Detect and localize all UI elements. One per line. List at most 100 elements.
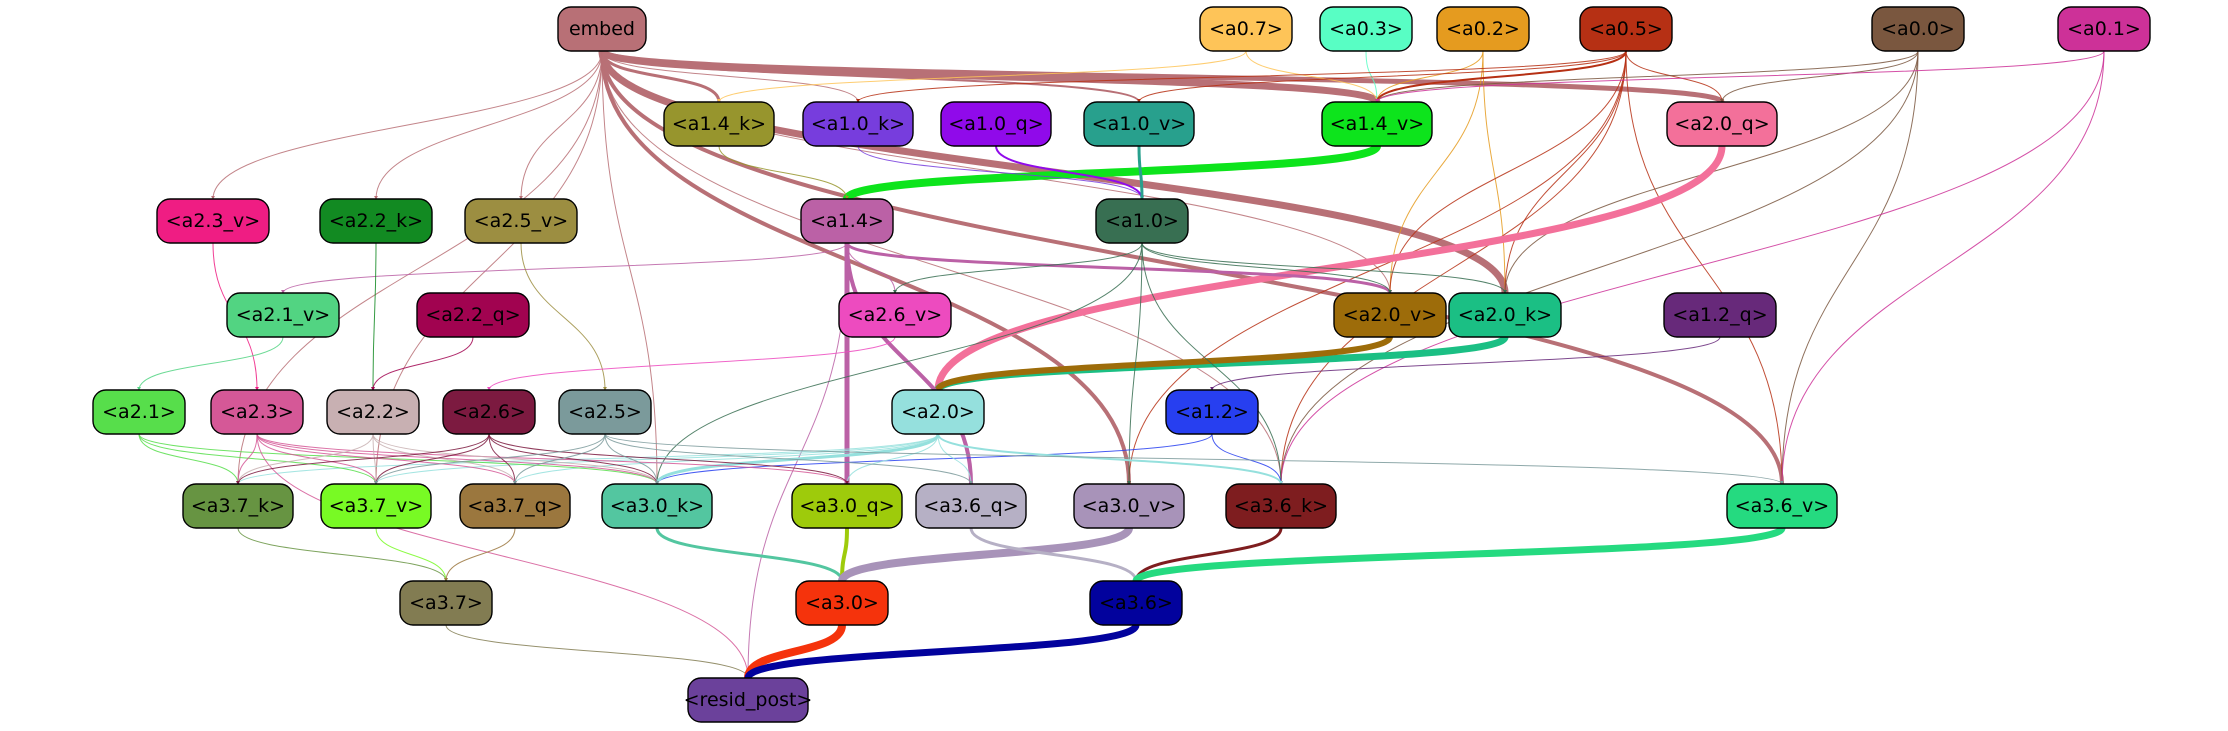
node-a3-7-label: <a3.7>: [409, 592, 483, 614]
node-a3-0-v[interactable]: <a3.0_v>: [1073, 483, 1185, 529]
node-a3-6[interactable]: <a3.6>: [1089, 580, 1183, 626]
node-a3-0-v-label: <a3.0_v>: [1082, 495, 1176, 517]
node-a2-3-v-label: <a2.3_v>: [166, 210, 260, 232]
edge-a0-5-to-a1-0-k: [856, 50, 1627, 103]
edge-a3-6-q-to-a3-6: [969, 527, 1138, 582]
node-a2-0-box: [891, 389, 985, 435]
edge-a1-4-to-a2-6-v: [846, 242, 897, 294]
node-a2-0-k[interactable]: <a2.0_k>: [1448, 292, 1562, 338]
edge-a0-1-to-a1-4-v: [1375, 50, 2105, 103]
node-a3-7[interactable]: <a3.7>: [399, 580, 493, 626]
node-a1-2-q-box: [1663, 292, 1777, 338]
node-a2-6-v-label: <a2.6_v>: [848, 304, 942, 326]
edge-a2-3-to-a3-0-k: [256, 433, 659, 485]
edge-a1-0-to-a3-6-k: [1141, 242, 1283, 485]
node-a2-3[interactable]: <a2.3>: [210, 389, 304, 435]
node-a3-0-q[interactable]: <a3.0_q>: [791, 483, 903, 529]
node-a1-0-v-label: <a1.0_v>: [1092, 113, 1186, 135]
edge-a2-5-to-a3-7-q: [513, 433, 606, 485]
edge-a2-6-to-a3-7-k: [236, 433, 490, 485]
edge-a0-5-to-a1-4-v: [1375, 50, 1627, 103]
node-a2-0-v[interactable]: <a2.0_v>: [1333, 292, 1447, 338]
edge-a2-0-to-a3-6-q: [937, 433, 973, 485]
node-a1-0[interactable]: <a1.0>: [1095, 198, 1189, 244]
node-a1-0-v[interactable]: <a1.0_v>: [1083, 101, 1195, 147]
node-a2-2-k[interactable]: <a2.2_k>: [319, 198, 433, 244]
edge-a0-0-to-a2-0-q: [1720, 50, 1919, 103]
node-a2-5-v[interactable]: <a2.5_v>: [464, 198, 578, 244]
node-a3-6-q-label: <a3.6_q>: [923, 495, 1018, 517]
node-a0-1-box: [2057, 6, 2151, 52]
node-a2-0-q[interactable]: <a2.0_q>: [1666, 101, 1778, 147]
node-a3-0-label: <a3.0>: [805, 592, 879, 614]
edge-a2-1-to-a3-7-k: [138, 433, 240, 485]
node-a3-6-q[interactable]: <a3.6_q>: [915, 483, 1027, 529]
edge-a2-6-to-a3-0-q: [488, 433, 849, 485]
node-a2-5-label: <a2.5>: [568, 401, 642, 423]
node-a2-3-box: [210, 389, 304, 435]
edge-a0-5-to-a2-0-k: [1503, 50, 1627, 294]
node-a2-6[interactable]: <a2.6>: [442, 389, 536, 435]
node-a1-4-v[interactable]: <a1.4_v>: [1321, 101, 1433, 147]
node-a3-7-box: [399, 580, 493, 626]
node-a2-0-k-box: [1448, 292, 1562, 338]
node-a2-1[interactable]: <a2.1>: [92, 389, 186, 435]
node-embed[interactable]: embed: [557, 6, 647, 52]
node-a3-0-k-box: [601, 483, 713, 529]
edge-a1-0-k-to-a1-0: [857, 145, 1144, 200]
node-resid-post[interactable]: <resid_post>: [684, 677, 813, 723]
node-a3-6-box: [1089, 580, 1183, 626]
node-embed-box: [557, 6, 647, 52]
node-a0-0[interactable]: <a0.0>: [1871, 6, 1965, 52]
edge-a2-2-to-a3-7-q: [372, 433, 517, 485]
edge-a2-3-to-a3-7-k: [236, 433, 258, 485]
edge-a2-5-v-to-a2-5: [520, 242, 607, 391]
node-a0-5[interactable]: <a0.5>: [1579, 6, 1673, 52]
node-a3-0-v-box: [1073, 483, 1185, 529]
node-a3-6-k-box: [1225, 483, 1337, 529]
node-a2-5-box: [558, 389, 652, 435]
node-a0-7[interactable]: <a0.7>: [1199, 6, 1293, 52]
edge-a2-0-v-to-a2-0: [935, 335, 1393, 392]
node-a3-6-v[interactable]: <a3.6_v>: [1726, 483, 1838, 529]
node-a1-4-label: <a1.4>: [810, 210, 884, 232]
node-a0-2[interactable]: <a0.2>: [1436, 6, 1530, 52]
node-a2-3-v[interactable]: <a2.3_v>: [156, 198, 270, 244]
node-a3-0-k-label: <a3.0_k>: [610, 495, 704, 517]
edge-a2-3-to-a3-7-v: [256, 433, 378, 485]
edge-a1-2-q-to-a1-2: [1210, 336, 1721, 391]
node-a2-6-v[interactable]: <a2.6_v>: [838, 292, 952, 338]
edge-a3-6-v-to-a3-6: [1132, 524, 1786, 585]
edge-a0-0-to-a3-6-v: [1780, 50, 1919, 485]
node-a2-0[interactable]: <a2.0>: [891, 389, 985, 435]
edge-a2-0-to-a3-7-v: [374, 433, 939, 485]
node-a3-7-v[interactable]: <a3.7_v>: [320, 483, 432, 529]
edge-a0-5-to-a2-0-v: [1388, 50, 1627, 294]
node-a2-1-v[interactable]: <a2.1_v>: [226, 292, 340, 338]
node-a1-4-k[interactable]: <a1.4_k>: [663, 101, 775, 147]
node-a1-4-k-box: [663, 101, 775, 147]
node-a2-5[interactable]: <a2.5>: [558, 389, 652, 435]
node-a2-3-v-box: [156, 198, 270, 244]
node-a3-7-q[interactable]: <a3.7_q>: [459, 483, 571, 529]
edge-a1-0-v-to-a1-0: [1137, 145, 1144, 200]
node-a1-0-label: <a1.0>: [1105, 210, 1179, 232]
node-a2-2-q[interactable]: <a2.2_q>: [416, 292, 530, 338]
node-a1-2-q[interactable]: <a1.2_q>: [1663, 292, 1777, 338]
node-a3-6-k[interactable]: <a3.6_k>: [1225, 483, 1337, 529]
edge-embed-to-a2-0-q: [599, 48, 1725, 105]
node-a1-0-q[interactable]: <a1.0_q>: [940, 101, 1052, 147]
node-a0-2-label: <a0.2>: [1446, 18, 1520, 40]
node-a3-0-k[interactable]: <a3.0_k>: [601, 483, 713, 529]
node-a0-1[interactable]: <a0.1>: [2057, 6, 2151, 52]
node-a1-4[interactable]: <a1.4>: [800, 198, 894, 244]
node-a3-7-k[interactable]: <a3.7_k>: [182, 483, 294, 529]
node-a1-2[interactable]: <a1.2>: [1165, 389, 1259, 435]
edge-a1-4-to-a2-1-v: [281, 242, 848, 294]
node-a2-2[interactable]: <a2.2>: [326, 389, 420, 435]
edge-a1-2-to-a3-6-k: [1211, 433, 1283, 485]
node-a0-3[interactable]: <a0.3>: [1319, 6, 1413, 52]
node-a3-0[interactable]: <a3.0>: [795, 580, 889, 626]
node-a1-0-k[interactable]: <a1.0_k>: [802, 101, 914, 147]
edge-a1-4-to-a3-6-q: [845, 242, 973, 485]
